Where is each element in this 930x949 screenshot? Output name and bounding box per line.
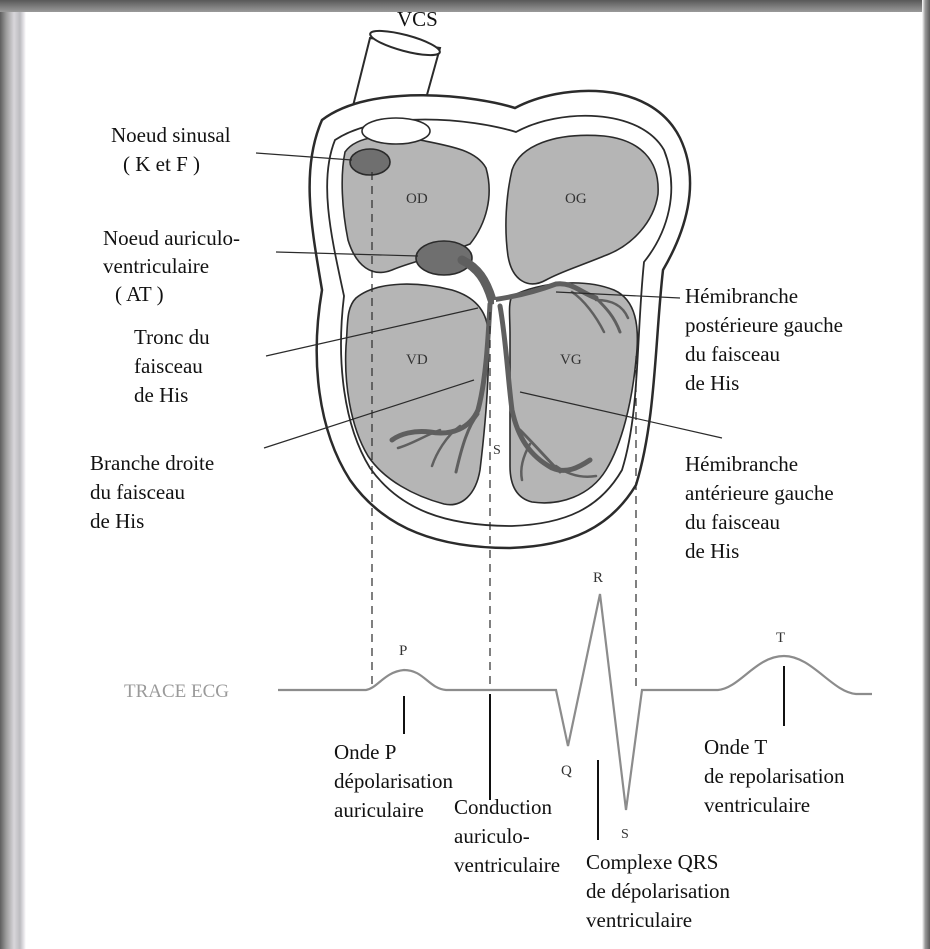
label-hemibranche-anterieure: Hémibranche antérieure gauche du faiscea… [685,452,839,563]
label-tronc-his: Tronc du faisceau de His [134,325,215,407]
label-branche-droite: Branche droite du faisceau de His [90,451,219,533]
chamber-og-label: OG [565,191,587,207]
label-conduction-av: Conduction auriculo- ventriculaire [454,795,560,877]
septum-label: S [493,443,501,458]
sinus-node [350,149,390,175]
label-noeud-av: Noeud auriculo- ventriculaire ( AT ) [103,226,245,306]
chamber-vg-label: VG [560,352,582,368]
chamber-vd-label: VD [406,352,428,368]
peak-r: R [593,570,603,586]
label-complexe-qrs: Complexe QRS de dépolarisation ventricul… [586,850,735,932]
label-onde-p: Onde P dépolarisation auriculaire [334,740,458,822]
vcs-label: VCS [397,7,438,31]
label-noeud-sinusal: Noeud sinusal ( K et F ) [111,123,236,176]
peak-p: P [399,643,407,659]
ecg-title: TRACE ECG [124,681,229,702]
vcs-opening [362,118,430,144]
peak-t: T [776,630,785,646]
chamber-od-label: OD [406,191,428,207]
septum-line [495,300,496,420]
label-hemibranche-posterieure: Hémibranche postérieure gauche du faisce… [685,284,848,395]
peak-s: S [621,827,629,842]
peak-q: Q [561,763,572,779]
label-onde-t: Onde T de repolarisation ventriculaire [704,735,850,817]
